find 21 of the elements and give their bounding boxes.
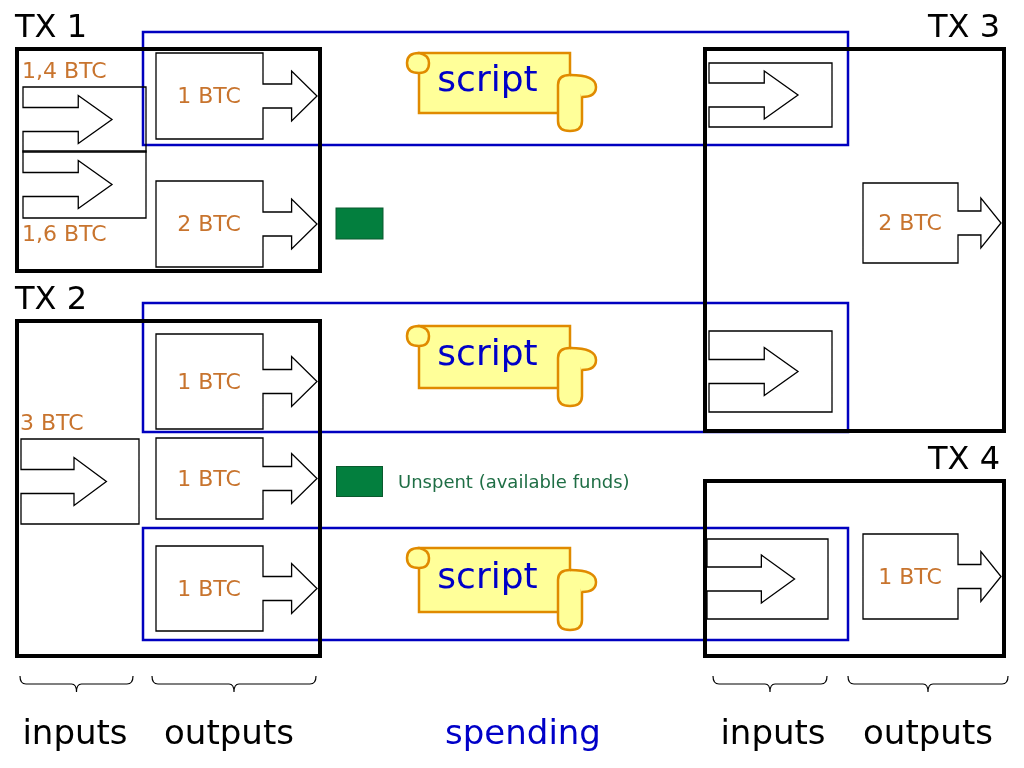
transaction-title: TX 2 [15,280,87,316]
amount-label: 1 BTC [176,575,242,602]
amount-label: 2 BTC [877,210,943,236]
script-label: script [436,556,539,596]
transaction-title: TX 1 [15,8,87,44]
amount-label: 1 BTC [877,563,943,590]
axis-label: outputs [163,712,295,752]
axis-label: spending [444,712,602,752]
amount-label: 2 BTC [176,211,242,237]
amount-label: 1,6 BTC [22,221,107,247]
legend-text: Unspent (available funds) [398,470,630,494]
amount-label: 1 BTC [176,368,242,395]
axis-label: outputs [862,712,994,752]
amount-label: 1,4 BTC [22,58,107,84]
script-label: script [436,59,539,99]
transaction-title: TX 3 [928,8,1000,44]
amount-label: 3 BTC [20,410,84,436]
transaction-title: TX 4 [928,440,1000,476]
amount-label: 1 BTC [176,83,242,109]
amount-label: 1 BTC [176,465,242,492]
script-label: script [436,333,539,373]
